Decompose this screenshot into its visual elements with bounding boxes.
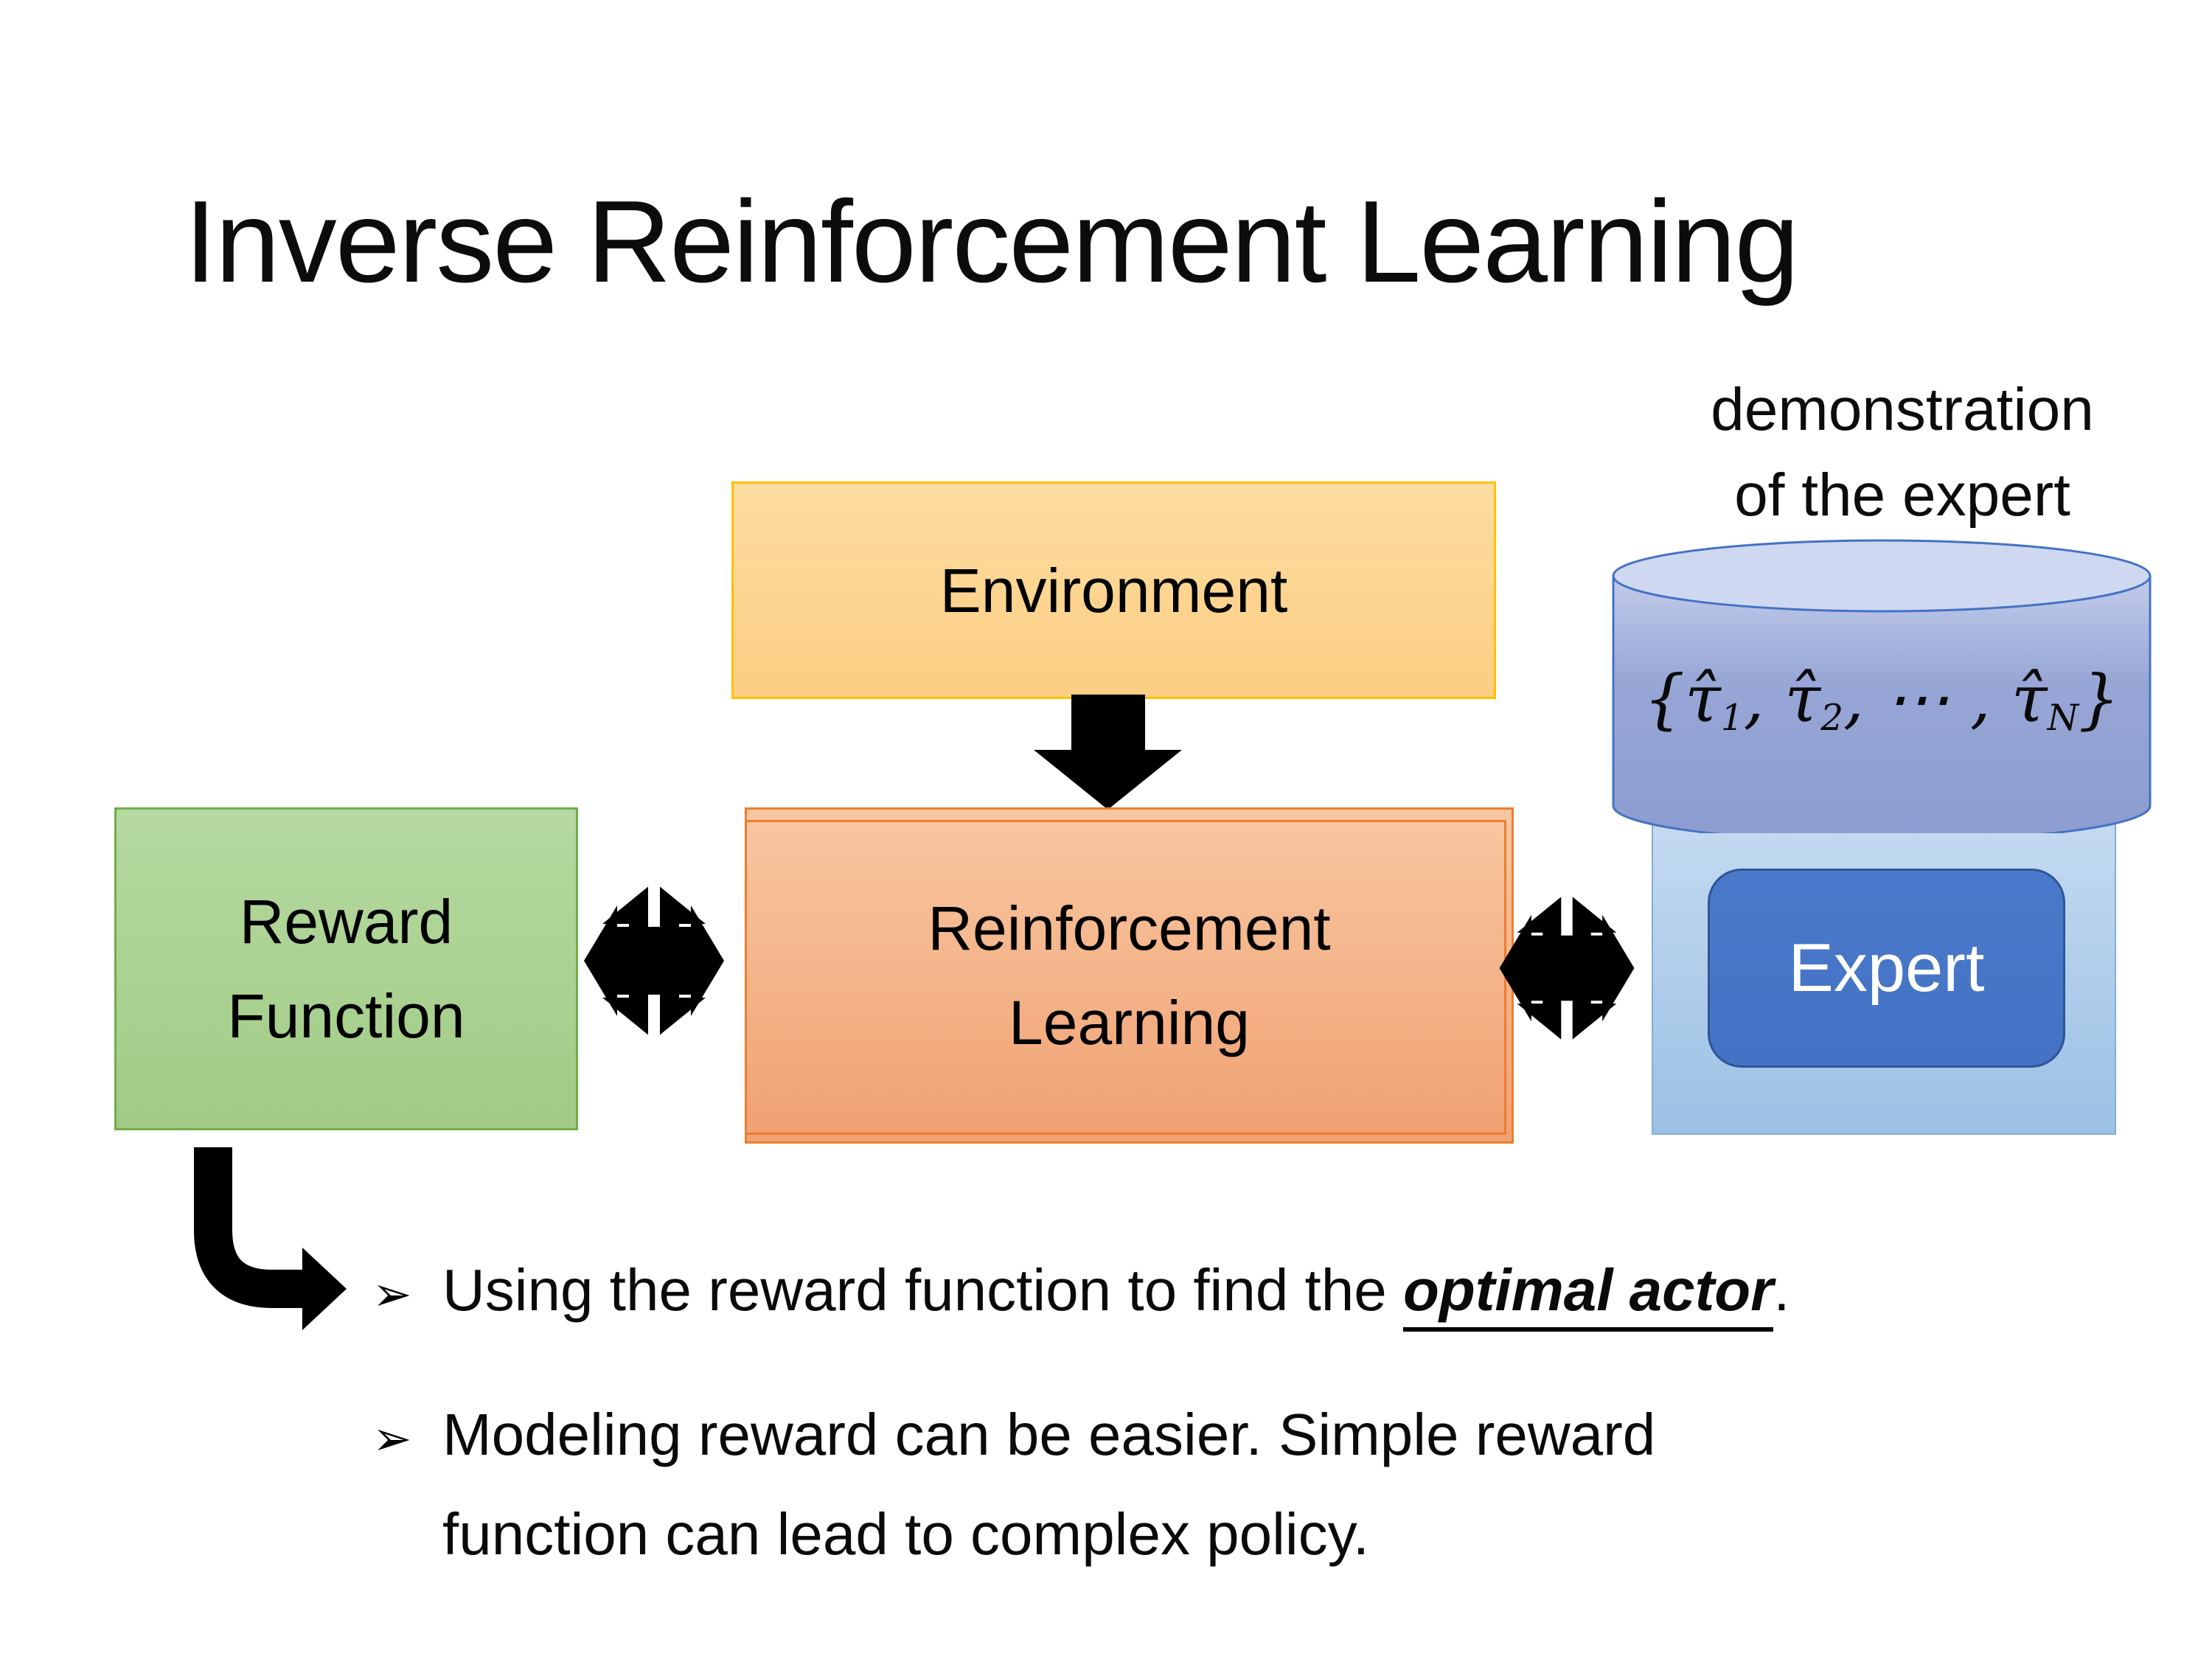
demonstration-label-line2: of the expert [1734, 462, 2070, 529]
bullet-2-text: Modeling reward can be easier. Simple re… [442, 1385, 1655, 1584]
reinforcement-learning-label: Reinforcement Learning [928, 894, 1331, 1057]
reward-function-label: Reward Function [227, 887, 465, 1051]
reinforcement-learning-box: Reinforcement Learning [745, 807, 1514, 1144]
arrowhead-bullet-icon: ➢ [372, 1267, 412, 1322]
bent-arrow-icon [194, 1147, 347, 1330]
cylinder-top [1612, 539, 2152, 613]
demonstration-label: demonstration of the expert [1607, 367, 2197, 538]
down-arrow-head [1034, 750, 1182, 810]
reinforcement-learning-inner-border [745, 820, 1506, 1135]
down-arrow-shaft [1071, 695, 1145, 752]
demonstration-label-line1: demonstration [1711, 376, 2094, 443]
expert-label: Expert [1788, 930, 1985, 1006]
down-arrow-icon [1034, 695, 1182, 810]
double-arrow-left-icon [584, 882, 724, 1040]
reward-function-box: Reward Function [114, 807, 578, 1130]
horizontal-double-arrow-shape [1499, 914, 1635, 1022]
bent-arrow-head [302, 1248, 347, 1330]
double-arrow-right-icon [1499, 892, 1635, 1044]
trajectory-database-cylinder [1612, 539, 2152, 833]
bullet-1-text: Using the reward function to find the op… [442, 1240, 1790, 1340]
expert-box: Expert [1708, 869, 2065, 1068]
bent-arrow-shaft [194, 1147, 302, 1308]
optimal-actor-emphasis: optimal actor [1402, 1257, 1774, 1332]
trajectory-formula: {τ̂1, τ̂2, ⋯ , τ̂N} [1644, 661, 2120, 740]
arrowhead-bullet-icon: ➢ [372, 1412, 412, 1467]
bullet-item-2: ➢ Modeling reward can be easier. Simple … [372, 1385, 1655, 1584]
environment-label: Environment [939, 555, 1288, 625]
horizontal-double-arrow-shape [584, 905, 724, 1016]
bullet-2-line2: function can lead to complex policy. [442, 1501, 1369, 1567]
environment-box: Environment [731, 481, 1496, 699]
bullet-2-line1: Modeling reward can be easier. Simple re… [442, 1402, 1656, 1467]
bullet-item-1: ➢ Using the reward function to find the … [372, 1240, 1790, 1340]
slide-title: Inverse Reinforcement Learning [184, 177, 1799, 307]
cylinder-body [1612, 574, 2152, 833]
